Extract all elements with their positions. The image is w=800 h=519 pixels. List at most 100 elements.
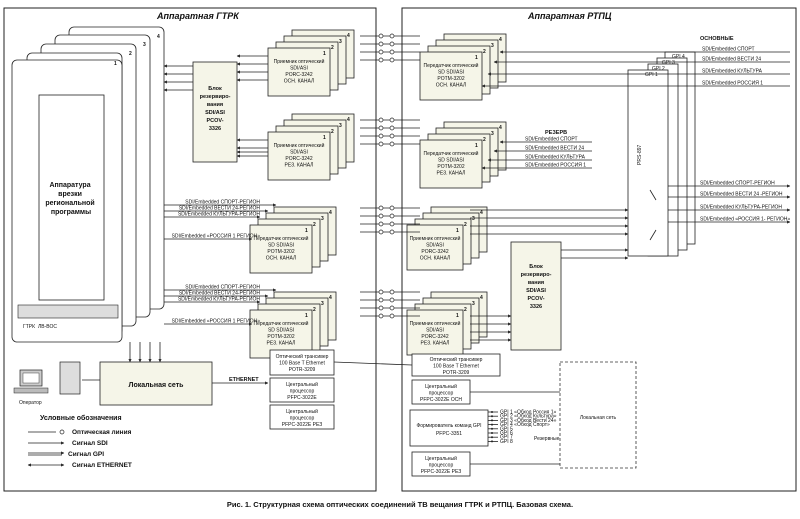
switch-gpi2: GPI 2 [652,66,665,72]
legend-title: Условные обозначения [40,414,122,422]
rtpc-rx-res-unit-num-1: 1 [456,313,459,319]
optical-node-4 [378,117,384,123]
gtrk-rx-main-line-4: ОСН. КАНАЛ [284,79,314,85]
gtrk-rx-res-line-3: PORC-3242 [285,156,312,162]
switch-gpi3: GPI 3 [662,60,675,66]
gtrk-tx-main-unit-num-3: 3 [321,216,324,222]
rtpc-rx-res-line-1: Приемник оптический [410,320,461,327]
gtrk-rb-line-2: резервиро- [200,94,231,100]
gtrk-rx-res-unit-1 [267,131,331,181]
gtrk-trx-line-2: 100 Base T Ethernet [279,361,325,367]
rtpc-cpu2-line-3: PFPC-3022E РЕЗ [421,469,461,475]
optical-node-6 [378,133,384,139]
gtrk-trx-line-3: POTR-3209 [289,367,316,373]
optical-node-b-5 [389,125,395,131]
insert-eq-line3: региональной [45,199,94,207]
gtrk-cpu1-line-2: процессор [290,389,315,395]
insert-eq-line1: Аппаратура [49,182,90,189]
rtpc-rx-main-unit-num-2: 2 [464,222,467,228]
rtpc-rx-res-line-3: PORC-3242 [421,334,448,340]
gtrk-cpu2-line-3: PFPC-3022E РЕЗ [282,422,322,428]
rtpc-rx-main-unit-num-4: 4 [480,210,483,216]
rtpc-tx-res-unit-num-4: 4 [499,125,502,131]
optical-node-b-7 [389,141,395,147]
rtpc-main-sig-label-2: SDI/Embedded КУЛЬТУРА [702,69,763,75]
rtpc-rx-res-line-2: SDI/ASI [426,328,444,334]
rtpc-rx-main-line-2: SDI/ASI [426,243,444,249]
rtpc-res-sig-label-1: SDI/Embedded ВЕСТИ 24 [525,146,584,152]
gtrk-cpu2-line-1: Центральный [286,408,318,415]
legend-gpi: Сигнал GPI [28,451,104,458]
switch-gpi4: GPI 4 [672,54,685,60]
legend: Условные обозначения Оптическая линия Си… [27,414,132,469]
rtpc-main-label: ОСНОВНЫЕ [700,36,734,42]
gtrk-tx-res-unit-num-1: 1 [305,313,308,319]
gtrk-rb-line-6: 3326 [209,126,221,132]
rtpc-res-sig-label-2: SDI/Embedded КУЛЬТУРА [525,155,586,161]
rtpc-rb-line-5: PCOV- [527,296,544,302]
gtrk-tx-main-line-3: POTM-3202 [267,249,294,255]
rtpc-tx-res-line-1: Передатчик оптический [424,150,479,157]
gtrk-rx-main-unit-num-4: 4 [347,33,350,39]
gtrk-rx-main-unit-num-3: 3 [339,39,342,45]
gpi-out-label-5: GPI 5 [500,426,513,432]
rtpc-out-sig-label-2: SDI/Embedded КУЛЬТУРА-РЕГИОН [700,205,782,211]
operator-label: Оператор [19,400,42,406]
stack-num-4: 4 [157,34,160,40]
gtrk-tx-res-line-3: POTM-3202 [267,334,294,340]
legend-optical-label: Оптическая линия [72,429,132,436]
operator-workstation: Оператор [13,361,81,406]
reg-sig-a-label-2: SDI/Embedded КУЛЬТУРА-РЕГИОН [178,212,260,218]
reg-sig-a-label-0: SDI/Embedded СПОРТ-РЕГИОН [185,200,260,206]
rtpc-res-sig-label-3: SDI/Embedded РОССИЯ 1 [525,163,586,169]
rtpc-tx-res-line-3: POTM-3202 [437,164,464,170]
gtrk-rx-main-line-1: Приемник оптический [274,58,325,65]
gtrk-tx-main-line-2: SD SDI/ASI [268,243,294,249]
gtrk-tx-main-line-1: Передатчик оптический [254,235,309,242]
gtrk-rx-res-unit-num-3: 3 [339,123,342,129]
rtpc-tx-res-unit-num-3: 3 [491,131,494,137]
gtrk-rx-res-line-1: Приемник оптический [274,142,325,149]
rtpc-trx-line-3: POTR-3209 [443,370,470,376]
rtpc-tx-main-unit-num-1: 1 [475,55,478,61]
gtrk-rb-line-5: PCOV- [206,118,223,124]
gtrk-tx-res-line-4: РЕЗ. КАНАЛ [267,341,296,347]
optical-node-0 [378,33,384,39]
gpi-out-dot-6 [491,432,493,434]
optical-node-1 [378,41,384,47]
rtpc-title: Аппаратная РТПЦ [527,11,612,21]
rtpc-cpu1-line-1: Центральный [425,383,457,390]
gtrk-cpu2-line-2: процессор [290,416,315,422]
rtpc-tx-main-unit-num-3: 3 [491,43,494,49]
gtrk-cpu1-line-3: PFPC-3022E [287,395,317,401]
gtrk-rx-res-unit-num-1: 1 [323,135,326,141]
rtpc-rx-main-line-3: PORC-3242 [421,249,448,255]
insert-eq-line2: врезки [58,191,82,198]
eth-trx-link [333,361,413,366]
rtpc-rx-res-line-4: РЕЗ. КАНАЛ [421,341,450,347]
rtpc-cpu2-line-1: Центральный [425,455,457,462]
rtpc-rx-main-line-4: ОСН. КАНАЛ [420,256,450,262]
gtrk-rb-line-4: SDI/ASI [205,110,225,116]
rtpc-tx-main-unit-1 [419,51,483,101]
gtrk-rx-main-unit-1 [267,47,331,97]
optical-node-3 [378,57,384,63]
legend-sdi-label: Сигнал SDI [72,440,108,447]
rtpc-rx-main-unit-num-3: 3 [472,216,475,222]
optical-node-15 [378,313,384,319]
